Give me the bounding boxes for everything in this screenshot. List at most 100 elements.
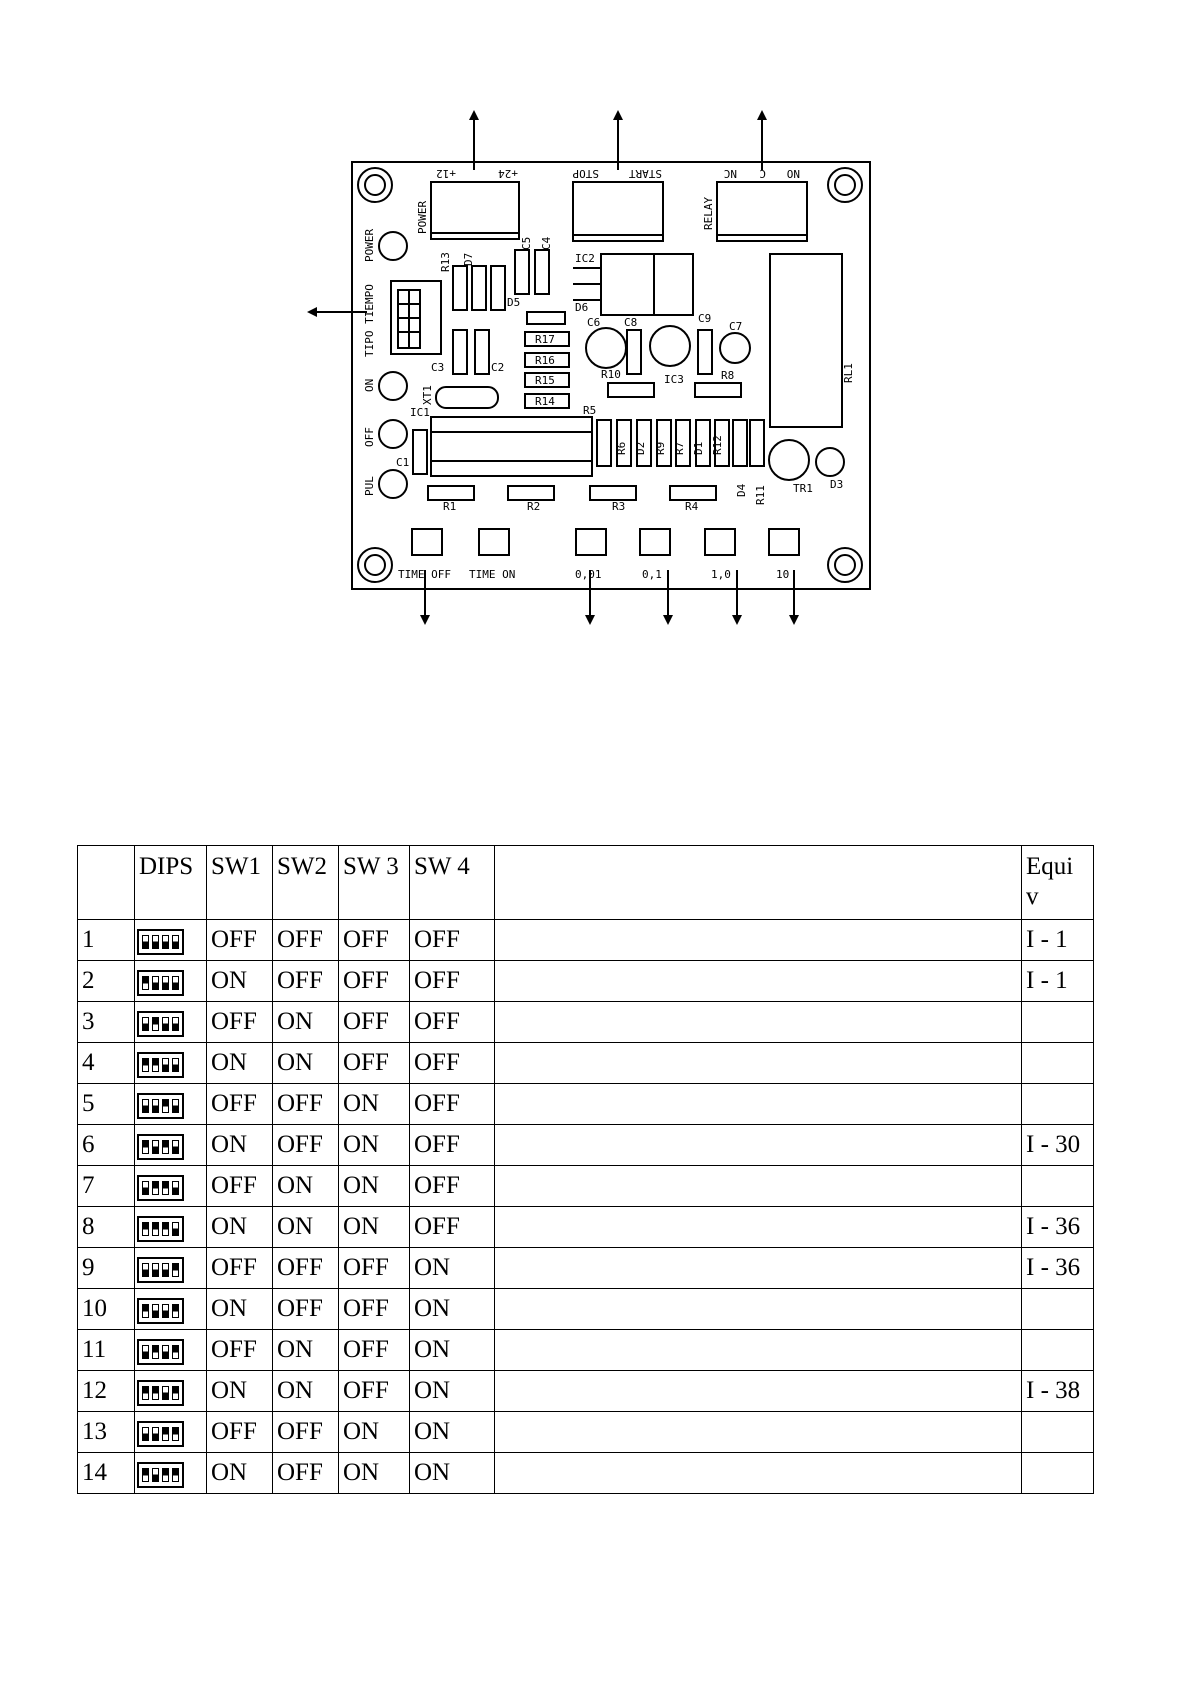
row-number: 3 xyxy=(77,1001,135,1043)
dip-lever-icon xyxy=(142,935,149,950)
description-cell xyxy=(494,1165,1022,1207)
equiv-cell xyxy=(1021,1288,1094,1330)
dip-lever-icon xyxy=(162,1181,169,1196)
dip-lever-icon xyxy=(152,1181,159,1196)
label-r8: R8 xyxy=(721,369,734,382)
dip-lever-icon xyxy=(172,1222,179,1237)
row-number: 4 xyxy=(77,1042,135,1084)
label-r1: R1 xyxy=(443,500,456,513)
sw2-cell: ON xyxy=(272,1329,339,1371)
dip-lever-icon xyxy=(162,1099,169,1114)
dip-lever-icon xyxy=(172,935,179,950)
c7-capacitor xyxy=(719,332,751,364)
label-c7: C7 xyxy=(729,320,742,333)
sw1-cell: ON xyxy=(206,1206,273,1248)
dip-switch-icon xyxy=(137,1339,184,1366)
equiv-cell xyxy=(1021,1042,1094,1084)
range-001-button xyxy=(575,528,607,556)
row-number: 10 xyxy=(77,1288,135,1330)
header-num xyxy=(77,845,135,920)
dip-lever-icon xyxy=(142,976,149,991)
label-r5: R5 xyxy=(583,404,596,417)
dip-lever-icon xyxy=(172,1140,179,1155)
sw3-cell: ON xyxy=(338,1206,410,1248)
ic2-body xyxy=(600,253,694,316)
label-rl1: RL1 xyxy=(842,363,855,383)
dip-switch-icon xyxy=(137,1134,184,1161)
row-number: 14 xyxy=(77,1452,135,1494)
dip-lever-icon xyxy=(172,1345,179,1360)
sw2-cell: OFF xyxy=(272,919,339,961)
label-r6: R6 xyxy=(615,442,628,455)
label-r2: R2 xyxy=(527,500,540,513)
label-c1: C1 xyxy=(396,456,409,469)
dip-lever-icon xyxy=(142,1304,149,1319)
description-cell xyxy=(494,1001,1022,1043)
range-100-button xyxy=(768,528,800,556)
sw4-cell: OFF xyxy=(409,1206,495,1248)
sw2-cell: OFF xyxy=(272,1124,339,1166)
label-r14: R14 xyxy=(535,395,555,408)
dip-lever-icon xyxy=(152,1140,159,1155)
dip-icon-cell xyxy=(134,1083,207,1125)
dip-lever-icon xyxy=(152,1017,159,1032)
header-sw1: SW1 xyxy=(206,845,273,920)
sw1-cell: ON xyxy=(206,960,273,1002)
label-c4: C4 xyxy=(540,236,553,250)
equiv-cell xyxy=(1021,1411,1094,1453)
dip-lever-icon xyxy=(172,1263,179,1278)
description-cell xyxy=(494,1247,1022,1289)
sw1-cell: ON xyxy=(206,1370,273,1412)
pcb-diagram: +12 +24 START STOP NC C NO POWER RELAY P… xyxy=(307,110,871,625)
header-sw2: SW2 xyxy=(272,845,339,920)
dip-lever-icon xyxy=(142,1058,149,1073)
dip-lever-icon xyxy=(152,1304,159,1319)
dip-lever-icon xyxy=(142,1017,149,1032)
sw1-cell: OFF xyxy=(206,1329,273,1371)
sw4-cell: OFF xyxy=(409,1083,495,1125)
label-d3: D3 xyxy=(830,478,843,491)
c6-capacitor xyxy=(585,327,627,369)
dip-lever-icon xyxy=(172,976,179,991)
ic3-body xyxy=(649,325,691,367)
label-r15: R15 xyxy=(535,374,555,387)
range-01-button xyxy=(639,528,671,556)
dip-lever-icon xyxy=(152,1386,159,1401)
time-on-button xyxy=(478,528,510,556)
terminal-relay xyxy=(716,181,808,242)
header-dips: DIPS xyxy=(134,845,207,920)
dip-lever-icon xyxy=(172,1181,179,1196)
equiv-cell: I - 30 xyxy=(1021,1124,1094,1166)
description-cell xyxy=(494,1206,1022,1248)
sw3-cell: OFF xyxy=(338,1370,410,1412)
dip-icon-cell xyxy=(134,960,207,1002)
dip-switch-icon xyxy=(137,1093,184,1120)
label-d7: D7 xyxy=(462,253,475,266)
dip-switch-icon xyxy=(137,1052,184,1079)
dip-lever-icon xyxy=(152,1263,159,1278)
dip-switch-icon xyxy=(137,970,184,997)
sw1-cell: OFF xyxy=(206,1247,273,1289)
description-cell xyxy=(494,1042,1022,1084)
label-r10: R10 xyxy=(601,368,621,381)
header-sw4: SW 4 xyxy=(409,845,495,920)
dip-icon-cell xyxy=(134,1452,207,1494)
mounting-holes xyxy=(357,167,863,583)
label-power-side: POWER xyxy=(363,229,376,262)
table-header-row: DIPS SW1 SW2 SW 3 SW 4 Equi v xyxy=(77,845,1094,920)
sw3-cell: OFF xyxy=(338,1329,410,1371)
label-c8: C8 xyxy=(624,316,637,329)
label-nc: NC xyxy=(724,167,737,180)
label-off: OFF xyxy=(363,427,376,447)
relay-body xyxy=(769,253,843,428)
label-01: 0,1 xyxy=(642,568,662,581)
label-r3: R3 xyxy=(612,500,625,513)
dip-switch-block xyxy=(390,280,442,355)
sw4-cell: ON xyxy=(409,1452,495,1494)
sw3-cell: ON xyxy=(338,1165,410,1207)
dip-switch-icon xyxy=(137,929,184,956)
